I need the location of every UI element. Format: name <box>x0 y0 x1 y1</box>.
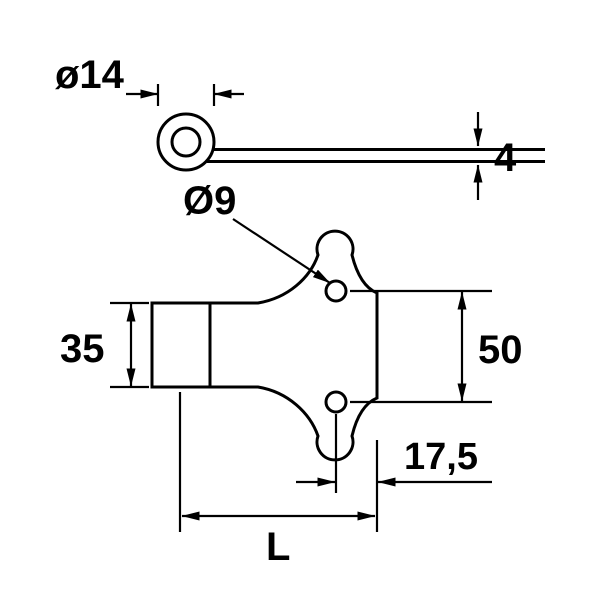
leader-hole-diameter: Ø9 <box>183 179 331 284</box>
side-view: ø14 4 <box>55 53 545 200</box>
leader-line <box>232 218 331 284</box>
hinge-plate-outline <box>150 229 379 462</box>
plan-view: Ø9 35 50 17,5 L <box>60 179 523 569</box>
dimension-hole-spacing: 50 <box>350 289 523 404</box>
knuckle-outer-circle <box>156 112 216 172</box>
dimension-strap-width: 35 <box>60 301 149 389</box>
dimension-strap-thickness: 4 <box>473 112 517 200</box>
knuckle-inner-circle <box>170 126 202 158</box>
dimension-hole-to-edge: 17,5 <box>296 414 492 532</box>
strap-thickness-label: 4 <box>494 136 517 180</box>
top-screw-hole <box>324 279 348 303</box>
hole-spacing-label: 50 <box>478 328 523 372</box>
strap-width-label: 35 <box>60 327 105 371</box>
dimension-length: L <box>178 392 376 569</box>
knuckle-diameter-label: ø14 <box>55 53 125 97</box>
length-label: L <box>266 525 290 569</box>
hole-to-edge-label: 17,5 <box>404 436 478 478</box>
dimension-knuckle-diameter: ø14 <box>55 53 244 106</box>
hole-diameter-label: Ø9 <box>183 179 236 223</box>
bottom-screw-hole <box>324 390 348 414</box>
